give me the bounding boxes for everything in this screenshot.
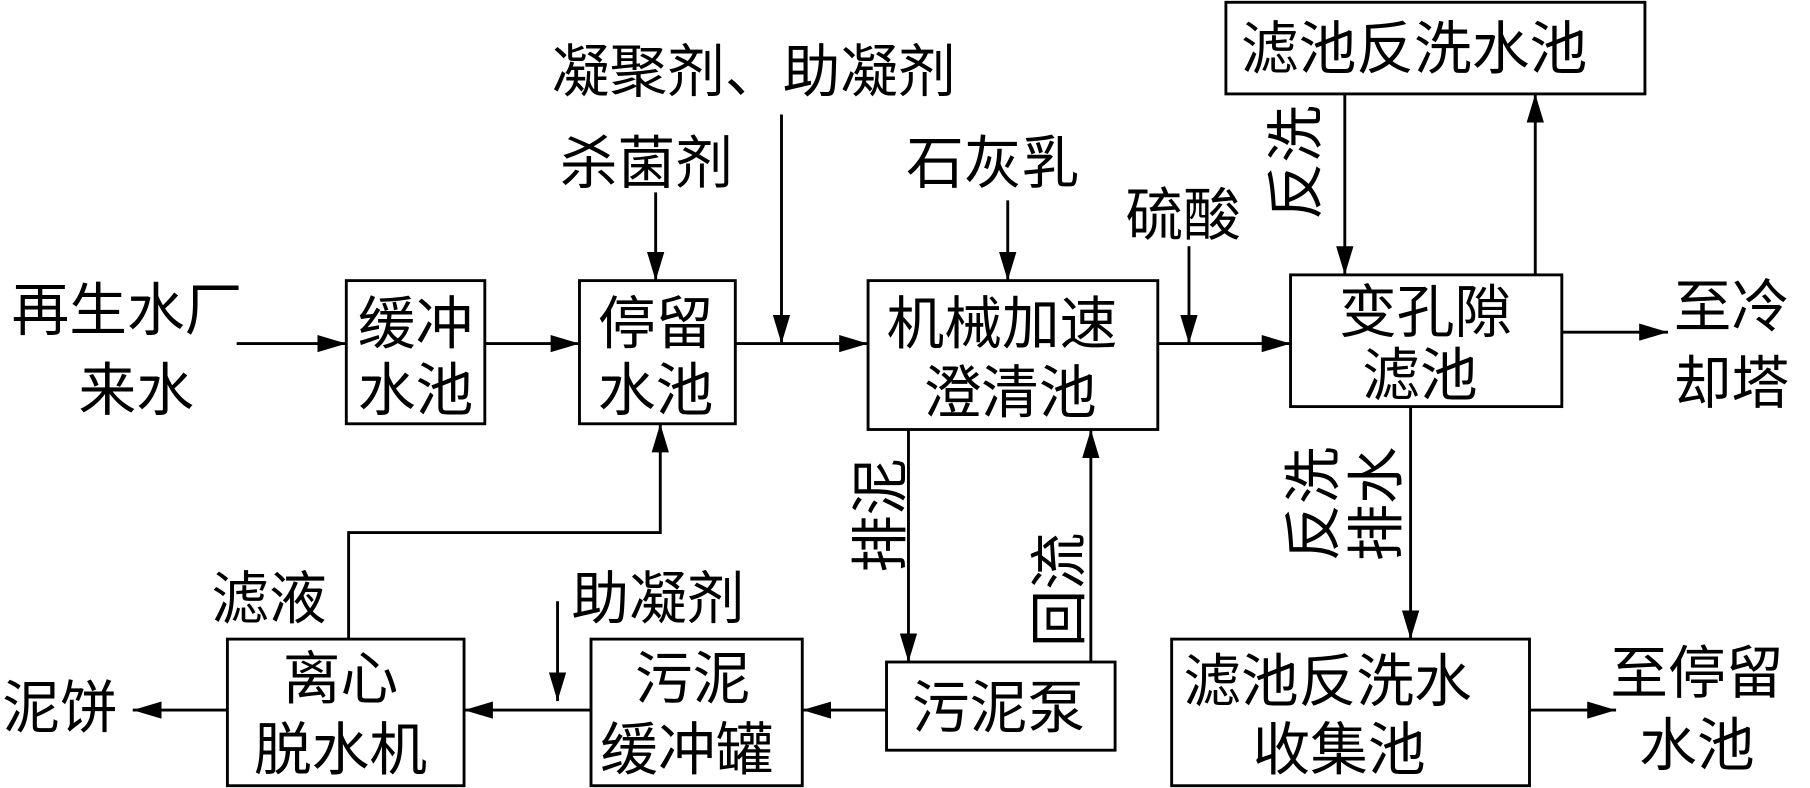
- filtrate-label: 滤液: [211, 566, 326, 633]
- centrifuge-box: 离心 脱水机: [225, 637, 466, 788]
- source-label-2: 来水: [78, 357, 193, 424]
- to-cooling-2: 却塔: [1674, 350, 1789, 417]
- centrifuge-label-1: 离心: [283, 646, 398, 713]
- buffer-tank-box: 缓冲 水池: [344, 279, 487, 426]
- retention-tank-box: 停留 水池: [578, 279, 737, 426]
- acid-label: 硫酸: [1125, 182, 1240, 249]
- coagulant-aid-label: 助凝剂: [571, 566, 744, 633]
- clarifier-box: 机械加速 澄清池: [866, 279, 1160, 431]
- lime-label: 石灰乳: [906, 130, 1079, 197]
- backwash-collect-label-1: 滤池反洗水: [1183, 648, 1472, 715]
- buffer-tank-label-2: 水池: [358, 357, 473, 424]
- filter-label-2: 滤池: [1362, 342, 1477, 409]
- backwash-tank-label: 滤池反洗水池: [1241, 16, 1587, 83]
- backwash-drain-label-2: 排水: [1344, 447, 1411, 562]
- to-retention-2: 水池: [1639, 712, 1754, 779]
- sludge-buffer-label-1: 污泥: [635, 646, 750, 713]
- coagulant-label: 凝聚剂、助凝剂: [552, 39, 956, 106]
- backwash-tank-box: 滤池反洗水池: [1224, 0, 1647, 96]
- sludge-buffer-label-2: 缓冲罐: [600, 717, 773, 784]
- reflux-label: 回流: [1026, 533, 1093, 648]
- backwash-drain-label-1: 反洗: [1280, 447, 1347, 562]
- backwash-label: 反洗: [1263, 105, 1330, 220]
- clarifier-label-1: 机械加速: [887, 291, 1118, 358]
- backwash-collect-label-2: 收集池: [1252, 717, 1425, 784]
- buffer-tank-label-1: 缓冲: [358, 291, 473, 358]
- arrow-filtrate-return: [347, 423, 669, 640]
- to-cooling-1: 至冷: [1674, 274, 1789, 341]
- sludge-pump-label: 污泥泵: [912, 675, 1085, 742]
- centrifuge-label-2: 脱水机: [254, 717, 427, 784]
- source-label-1: 再生水厂: [12, 277, 243, 344]
- filter-label-1: 变孔隙: [1339, 279, 1512, 346]
- backwash-collect-box: 滤池反洗水 收集池: [1170, 637, 1531, 788]
- retention-tank-label-2: 水池: [598, 357, 713, 424]
- to-retention-1: 至停留: [1610, 640, 1783, 707]
- bactericide-label: 杀菌剂: [560, 130, 733, 197]
- cake-label: 泥饼: [2, 675, 117, 742]
- sludge-discharge-label: 排泥: [847, 458, 914, 573]
- clarifier-label-2: 澄清池: [923, 360, 1096, 427]
- sludge-pump-box: 污泥泵: [885, 660, 1117, 752]
- flow-arrows: [132, 93, 1669, 719]
- sludge-buffer-box: 污泥 缓冲罐: [589, 637, 804, 788]
- retention-tank-label-1: 停留: [598, 291, 713, 358]
- filter-box: 变孔隙 滤池: [1289, 273, 1564, 409]
